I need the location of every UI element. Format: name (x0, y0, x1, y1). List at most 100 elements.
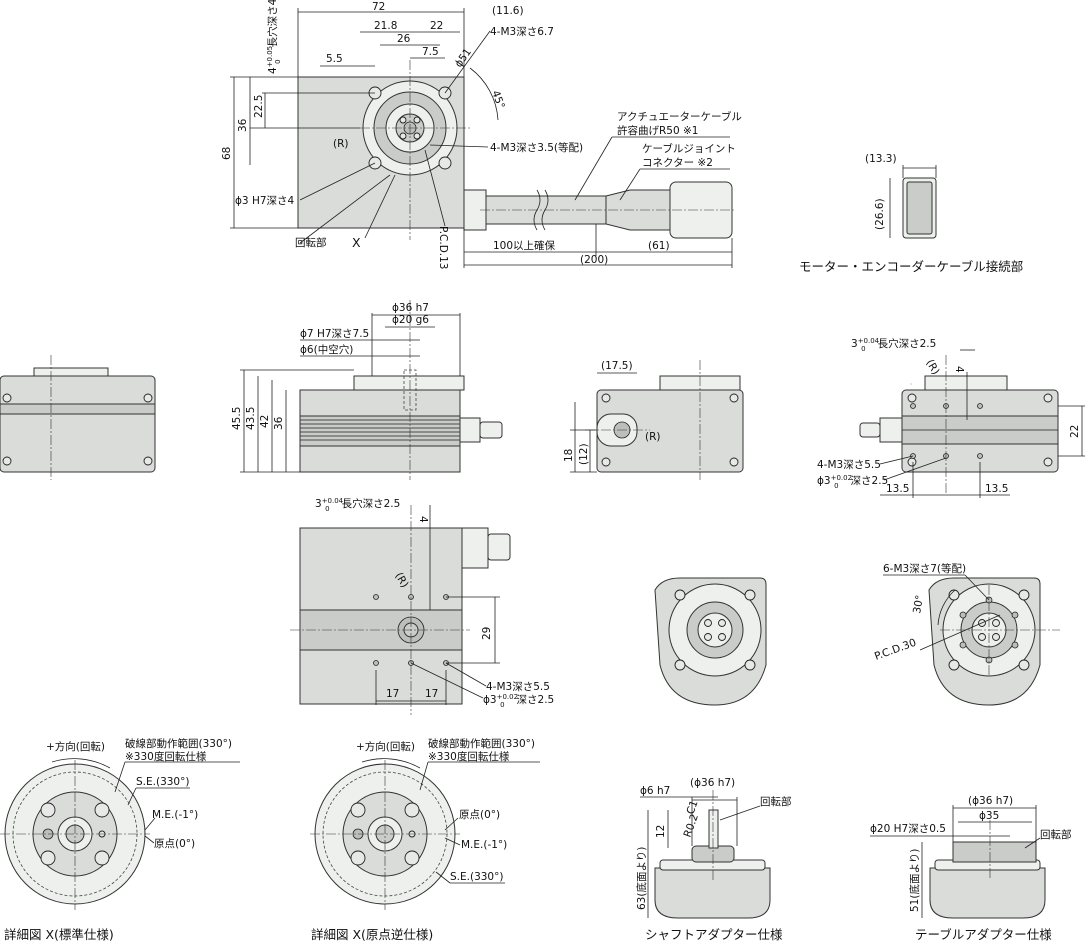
table-dia-36-h7: (ϕ36 h7) (968, 795, 1013, 807)
hole-phi3: ϕ3 H7深さ4 (235, 195, 295, 207)
shaft-dia-36-h7: (ϕ36 h7) (690, 777, 735, 789)
table-dim-51: 51(底面より) (908, 849, 921, 912)
motor-connector-view: (13.3) (26.6) モーター・エンコーダーケーブル接続部 (799, 153, 1023, 274)
dim-21-8: 21.8 (374, 20, 397, 32)
angle-45: 45° (489, 89, 507, 111)
detail-rev-rotation: ※330度回転仕様 (428, 750, 510, 763)
dim-61: (61) (648, 240, 670, 252)
pcd-13: P.C.D.13 (437, 226, 449, 270)
actuator-cable-bend: 許容曲げR50 ※1 (617, 124, 698, 137)
right-r-mark: (R) (923, 358, 941, 377)
cable-joint-connector: コネクター ※2 (642, 157, 713, 169)
table-dia-20-h7: ϕ20 H7深さ0.5 (870, 823, 946, 835)
table-rotor: 回転部 (1040, 828, 1072, 841)
round-view-6m3: 6-M3深さ7(等配) 30° P.C.D.30 (873, 562, 1060, 706)
dim-100: 100以上確保 (493, 239, 556, 252)
detail-std-range: 破線部動作範囲(330°) (125, 737, 232, 750)
table-adapter-caption: テーブルアダプター仕様 (915, 927, 1052, 942)
shaft-adapter-caption: シャフトアダプター仕様 (645, 927, 783, 942)
shaft-dia-6-h7: ϕ6 h7 (640, 785, 670, 797)
dim-200: (200) (580, 254, 608, 266)
detail-rev-me: M.E.(-1°) (461, 839, 507, 851)
dim-22: 22 (430, 20, 443, 32)
dim-12: (12) (578, 443, 590, 465)
detail-x-reverse: +方向(回転) 破線部動作範囲(330°) ※330度回転仕様 原点(0°) M… (310, 737, 540, 942)
slot-tolerance: 4+0.050長穴深さ4 (266, 0, 282, 74)
dim-18: 18 (563, 449, 575, 462)
cable-joint-label: ケーブルジョイント (642, 142, 736, 155)
top-view: 72 21.8 22 (11.6) 26 7.5 5.5 4+0.050長穴深さ… (221, 0, 742, 270)
table-adapter-plate (952, 841, 1037, 863)
detail-rev-range: 破線部動作範囲(330°) (428, 737, 535, 750)
dia-6-hollow: ϕ6(中空穴) (300, 343, 353, 356)
shaft-dim-12: 12 (655, 825, 667, 838)
dim-13-3: (13.3) (865, 153, 897, 165)
detail-std-se: S.E.(330°) (136, 776, 189, 788)
motor-connector-caption: モーター・エンコーダーケーブル接続部 (799, 259, 1023, 274)
tap-m3-6-7: 4-M3深さ6.7 (490, 26, 554, 38)
detail-rev-caption: 詳細図 X(原点逆仕様) (311, 927, 433, 942)
r-mark: (R) (333, 138, 349, 150)
shaft-rotor: 回転部 (760, 795, 792, 808)
table-adapter-view: (ϕ36 h7) ϕ35 ϕ20 H7深さ0.5 回転部 51(底面より) テー… (870, 795, 1072, 942)
detail-rev-direction: +方向(回転) (356, 740, 415, 753)
detail-std-origin: 原点(0°) (154, 838, 195, 850)
dim-26-6: (26.6) (874, 198, 886, 230)
tap-6-m3: 6-M3深さ7(等配) (883, 562, 966, 575)
dim-72: 72 (372, 1, 385, 13)
detail-x-standard: +方向(回転) 破線部動作範囲(330°) ※330度回転仕様 S.E.(330… (0, 737, 240, 942)
right-dim-4: 4 (953, 366, 965, 373)
bottom-dim-17-a: 17 (386, 688, 399, 700)
dim-36-front: 36 (273, 416, 285, 430)
pcd-30: P.C.D.30 (873, 637, 918, 663)
dim-42: 42 (259, 415, 271, 428)
bottom-tap: 4-M3深さ5.5 (486, 681, 550, 693)
right-dim-13-5-b: 13.5 (985, 483, 1008, 495)
detail-std-caption: 詳細図 X(標準仕様) (4, 927, 114, 942)
dim-22-5: 22.5 (253, 95, 265, 118)
dim-26: 26 (397, 33, 411, 45)
dim-45-5: 45.5 (231, 407, 243, 430)
shaft-dim-63: 63(底面より) (635, 847, 648, 910)
detail-std-me: M.E.(-1°) (152, 809, 198, 821)
dia-7-h7: ϕ7 H7深さ7.5 (300, 328, 369, 340)
dim-7-5: 7.5 (422, 46, 439, 58)
shaft-adapter-view: (ϕ36 h7) ϕ6 h7 C1 回転部 12 R0.2 63(底面より) シ… (635, 777, 792, 942)
detail-std-rotation: ※330度回転仕様 (125, 750, 207, 763)
left-side-view (0, 355, 156, 480)
round-view-plain (654, 577, 767, 706)
shaft-c1: C1 (685, 799, 701, 816)
x-mark: X (352, 235, 361, 250)
tap-m3-3-5: 4-M3深さ3.5(等配) (490, 141, 583, 154)
dia-36-h7: ϕ36 h7 (392, 302, 429, 314)
dim-5-5: 5.5 (326, 53, 343, 65)
side-view: (17.5) (R) 18 (12) (563, 360, 744, 480)
bottom-dim-17-b: 17 (425, 688, 438, 700)
detail-rev-se: S.E.(330°) (450, 871, 503, 883)
rotor-label: 回転部 (295, 236, 327, 249)
detail-rev-origin: 原点(0°) (459, 809, 500, 821)
shaft-adapter-base (654, 867, 771, 919)
right-dim-22: 22 (1069, 425, 1081, 438)
detail-std-direction: +方向(回転) (46, 740, 105, 753)
table-adapter-base (929, 867, 1046, 919)
shaft-r0-2: R0.2 (682, 812, 701, 839)
actuator-cable-label: アクチュエーターケーブル (617, 110, 742, 123)
bottom-dim-29: 29 (481, 627, 493, 640)
right-tap: 4-M3深さ5.5 (817, 459, 881, 471)
dim-17-5: (17.5) (601, 360, 633, 372)
shaft (708, 809, 719, 849)
dim-68: 68 (221, 147, 233, 160)
side-r-mark: (R) (645, 431, 661, 443)
dim-36: 36 (237, 118, 249, 132)
right-dim-13-5-a: 13.5 (886, 483, 909, 495)
front-view: ϕ36 h7 ϕ20 g6 ϕ7 H7深さ7.5 ϕ6(中空穴) 45.5 43… (231, 300, 503, 480)
table-dia-35: ϕ35 (979, 810, 999, 822)
